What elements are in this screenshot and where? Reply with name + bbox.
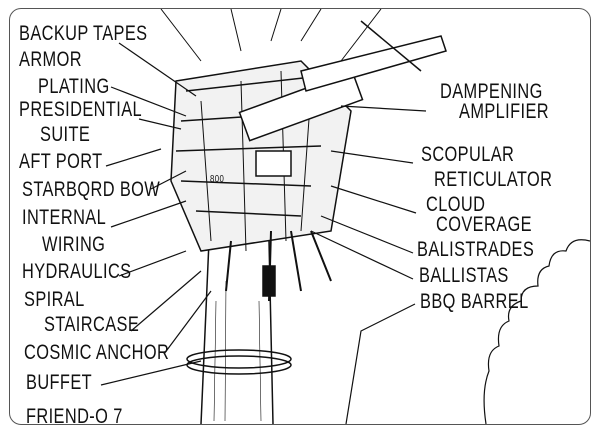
label-ballistas: BALLISTAS bbox=[419, 264, 509, 287]
label-balistrades: BALISTRADES bbox=[417, 238, 535, 261]
cloud-outline bbox=[483, 239, 590, 424]
illustration-frame: 800 BACKUP TAPES ARMOR PLATING PRESIDENT… bbox=[9, 8, 591, 425]
label-starbord-bow: STARBQRD BOW bbox=[22, 178, 161, 201]
label-backup-tapes: BACKUP TAPES bbox=[19, 22, 148, 45]
label-suite: SUITE bbox=[40, 123, 91, 146]
label-armor: ARMOR bbox=[19, 48, 82, 71]
label-staircase: STAIRCASE bbox=[44, 313, 140, 336]
label-plating: PLATING bbox=[38, 75, 110, 98]
label-coverage: COVERAGE bbox=[436, 213, 532, 236]
tower-marking: 800 bbox=[210, 174, 225, 185]
label-cosmic-anchor: COSMIC ANCHOR bbox=[24, 341, 170, 364]
tower-column bbox=[186, 240, 292, 424]
label-scopular: SCOPULAR bbox=[421, 143, 515, 166]
label-wiring: WIRING bbox=[42, 233, 106, 256]
label-cloud: CLOUD bbox=[426, 193, 486, 216]
label-bbq-barrel: BBQ BARREL bbox=[420, 290, 529, 313]
label-buffet: BUFFET bbox=[26, 371, 93, 394]
leader-lines bbox=[100, 42, 427, 424]
label-dampening: DAMPENING bbox=[440, 80, 543, 103]
label-friend-o-7: FRIEND-O 7 bbox=[26, 405, 123, 425]
machinery-cluster bbox=[160, 9, 447, 302]
label-amplifier: AMPLIFIER bbox=[459, 100, 549, 123]
label-hydraulics: HYDRAULICS bbox=[22, 260, 132, 283]
label-internal: INTERNAL bbox=[22, 206, 107, 229]
label-reticulator: RETICULATOR bbox=[434, 168, 553, 191]
tower-drawing bbox=[100, 9, 590, 424]
label-presidential: PRESIDENTIAL bbox=[19, 98, 143, 121]
label-spiral: SPIRAL bbox=[24, 288, 85, 311]
label-aft-port: AFT PORT bbox=[19, 150, 103, 173]
